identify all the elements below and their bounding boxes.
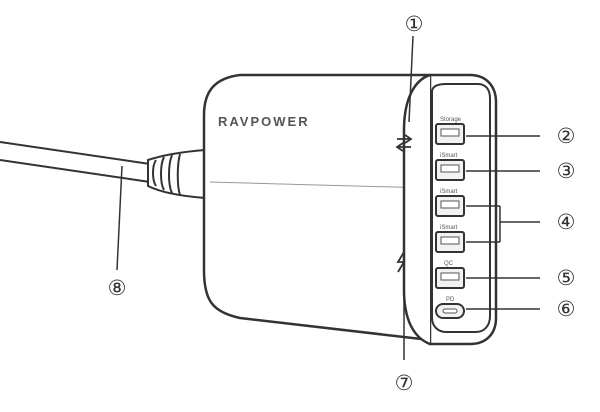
port-label-1: Storage: [440, 117, 462, 123]
usb-ports: Storage iSmart iSmart iSmart QC PD: [435, 117, 465, 319]
port-label-4: iSmart: [440, 225, 458, 231]
callout-2: ②: [557, 125, 576, 148]
callout-1: ①: [405, 13, 424, 36]
power-cable: [0, 141, 206, 200]
port-label-6: PD: [446, 297, 455, 303]
lightning-icon: [396, 251, 406, 273]
callout-4: ④: [557, 211, 576, 234]
callout-3: ③: [557, 160, 576, 183]
cable-strain-relief: [147, 148, 206, 200]
callout-5: ⑤: [557, 267, 576, 290]
data-arrows-icon: [395, 134, 413, 152]
callout-8: ⑧: [108, 277, 127, 300]
callout-numbers: ① ② ③ ④ ⑤ ⑥ ⑦ ⑧: [108, 13, 576, 395]
charger-body: RAVPOWER: [202, 73, 432, 342]
callout-6: ⑥: [557, 298, 576, 321]
port-label-5: QC: [444, 261, 454, 267]
callout-7: ⑦: [395, 372, 414, 395]
leader-lines: [116, 35, 540, 360]
seam-line: [209, 181, 431, 189]
brand-logo: RAVPOWER: [218, 114, 310, 129]
port-label-2: iSmart: [440, 153, 458, 159]
port-label-3: iSmart: [440, 189, 458, 195]
